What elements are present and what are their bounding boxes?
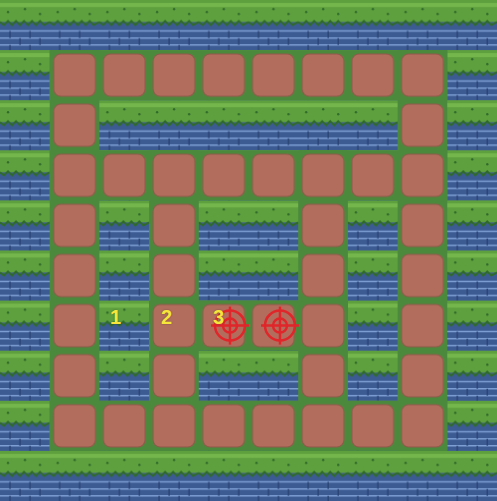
target-symbol — [261, 307, 299, 345]
path-tiles — [50, 50, 448, 451]
callout-number: 3 — [213, 306, 224, 328]
callout-number: 1 — [110, 306, 121, 328]
callout-number: 2 — [161, 306, 172, 328]
target-symbol — [211, 307, 249, 345]
